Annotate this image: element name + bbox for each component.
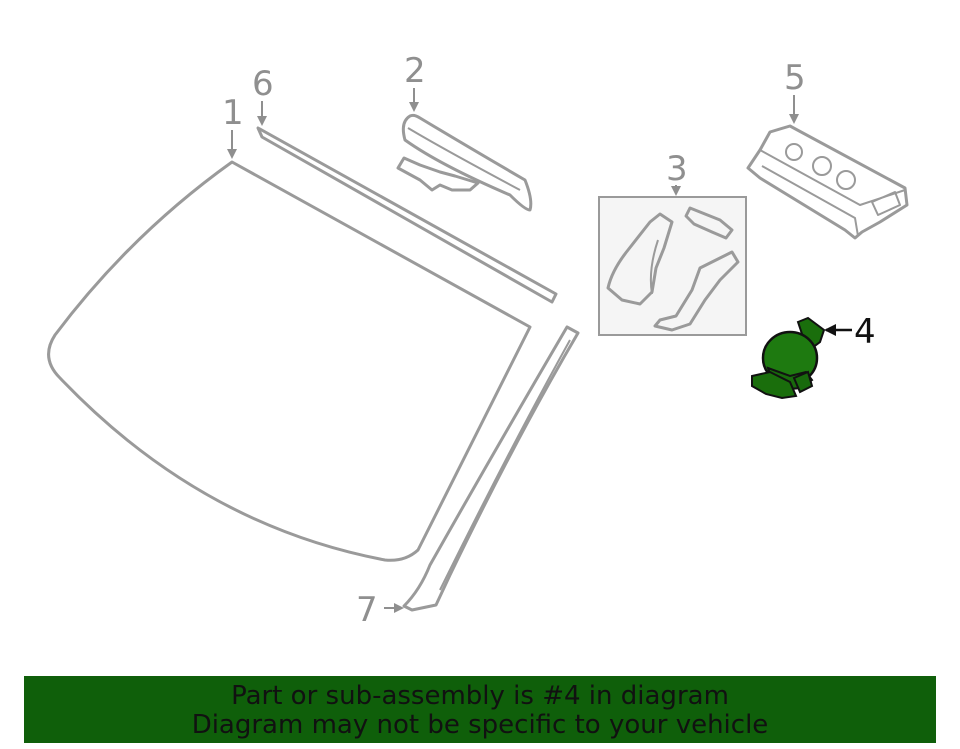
- banner-line-2: Diagram may not be specific to your vehi…: [191, 710, 769, 740]
- banner-line-1: Part or sub-assembly is #4 in diagram: [231, 681, 729, 711]
- callout-7[interactable]: 7: [356, 590, 378, 630]
- overhead-console-part[interactable]: [746, 95, 909, 240]
- upper-moulding-part[interactable]: [256, 101, 558, 304]
- callout-2[interactable]: 2: [404, 51, 426, 91]
- callout-4[interactable]: 4: [854, 312, 876, 352]
- cover-kit-part[interactable]: [598, 185, 747, 336]
- callout-3[interactable]: 3: [666, 149, 688, 189]
- side-moulding-part[interactable]: [384, 325, 580, 613]
- rearview-mirror-part[interactable]: [396, 88, 533, 212]
- callout-1[interactable]: 1: [222, 93, 244, 133]
- parts-diagram: 1 6 7 2 3 5: [47, 51, 909, 630]
- part-info-banner: Part or sub-assembly is #4 in diagram Di…: [24, 676, 936, 743]
- windshield-part[interactable]: [47, 130, 532, 562]
- rain-sensor-part[interactable]: [751, 316, 852, 400]
- callout-6[interactable]: 6: [252, 64, 274, 104]
- callout-5[interactable]: 5: [784, 58, 806, 98]
